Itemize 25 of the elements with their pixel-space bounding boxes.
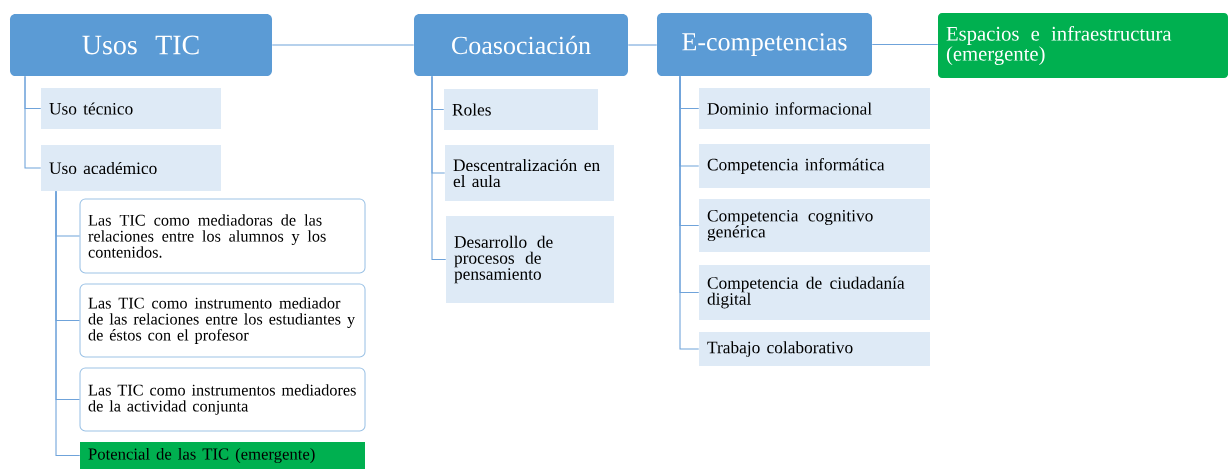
connector-line bbox=[679, 75, 700, 350]
connector-line bbox=[271, 44, 415, 46]
connector-line bbox=[431, 75, 447, 261]
connector-line bbox=[55, 190, 81, 457]
topic-box: Uso técnico bbox=[41, 88, 221, 129]
topic-box: Trabajo colaborativo bbox=[699, 332, 930, 366]
text-box: Las TIC como instrumentos mediadores de la actividad conjunta bbox=[79, 367, 366, 432]
connector-line bbox=[627, 44, 658, 46]
title-box: Coasociación bbox=[414, 14, 628, 76]
text-box: Las TIC como instrumento mediador de las relaciones entre los estudiantes y de éstos con el profesor bbox=[79, 283, 366, 358]
topic-box: Competencia de ciudadanía digital bbox=[699, 265, 930, 320]
title-box: E-competencias bbox=[657, 13, 872, 76]
topic-box: Desarrollo de procesos de pensamiento bbox=[446, 216, 614, 303]
topic-box: Competencia informática bbox=[699, 144, 930, 188]
highlight-box: Potencial de las TIC (emergente) bbox=[80, 442, 365, 469]
topic-box: Uso académico bbox=[41, 145, 221, 191]
topic-box: Roles bbox=[444, 89, 598, 130]
topic-box: Dominio informacional bbox=[699, 88, 930, 129]
text-box: Las TIC como mediadoras de las relaciones entre los alumnos y los contenidos. bbox=[79, 198, 366, 274]
topic-box: Descentralización en el aula bbox=[445, 145, 614, 201]
connector-line bbox=[871, 43, 939, 46]
title-box: Usos TIC bbox=[10, 14, 272, 76]
topic-box: Competencia cognitivo genérica bbox=[699, 199, 930, 252]
connector-line bbox=[24, 75, 42, 169]
highlight-box: Espacios e infraestructura (emergente) bbox=[938, 13, 1228, 78]
